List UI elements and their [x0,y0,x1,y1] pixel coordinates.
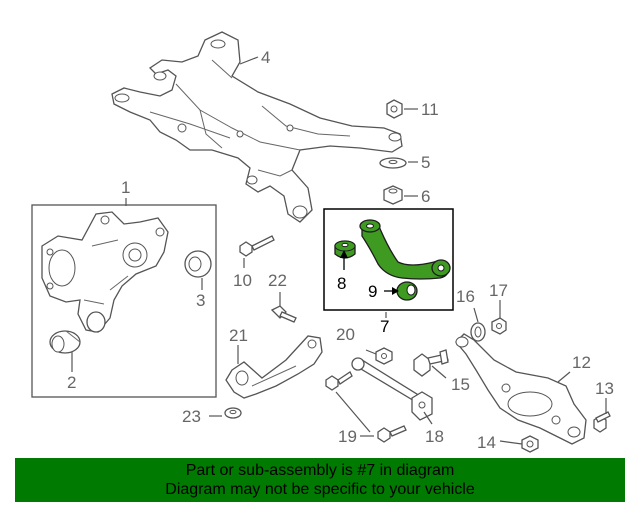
bushing-3[interactable] [184,250,212,278]
nut-6[interactable] [383,185,403,205]
footer-line-2: Diagram may not be specific to your vehi… [165,481,475,498]
callout-18: 18 [425,427,444,446]
callout-3: 3 [196,291,205,310]
callout-14: 14 [477,433,496,452]
bushing-9[interactable] [396,281,418,301]
parts-diagram: 4 11 5 6 1 2 3 10 22 21 23 20 19 18 15 1… [31,31,614,453]
lower-arm-21[interactable] [225,335,323,399]
bolt-19-upper[interactable] [325,371,353,391]
callout-2: 2 [67,373,76,392]
callout-15: 15 [451,375,470,394]
callout-21: 21 [229,326,248,345]
upper-arm-subassembly-box [323,208,454,311]
nut-23[interactable] [224,407,242,419]
knuckle-subassembly-box [31,204,217,398]
bolt-19-lower[interactable] [377,425,407,443]
callout-4: 4 [261,48,270,67]
footer-line-1: Part or sub-assembly is #7 in diagram [185,462,455,479]
nut-11[interactable] [386,99,403,119]
washer-16[interactable] [470,322,486,342]
lower-control-arm-12[interactable] [455,333,587,445]
callout-8: 8 [337,274,346,293]
callout-16: 16 [456,287,475,306]
callout-5: 5 [421,153,430,172]
callout-1: 1 [121,178,130,197]
callout-22: 22 [268,271,287,290]
bolt-22[interactable] [270,305,297,323]
callout-17: 17 [489,281,508,300]
bolt-15[interactable] [413,349,449,377]
callout-23: 23 [182,407,201,426]
callout-13: 13 [595,379,614,398]
bolt-13[interactable] [593,411,611,433]
callout-19: 19 [338,427,357,446]
rear-knuckle[interactable] [41,211,169,333]
callout-9: 9 [368,282,377,301]
nut-20[interactable] [375,347,393,365]
callout-12: 12 [572,353,591,372]
callout-6: 6 [421,187,430,206]
crossmember[interactable] [111,31,403,223]
bushing-8[interactable] [334,240,356,259]
callout-7: 7 [380,317,389,336]
toe-link-18[interactable] [351,357,433,421]
leader-lines [71,56,607,445]
callout-20: 20 [336,325,355,344]
upper-control-arm[interactable] [359,219,451,280]
bolt-10[interactable] [239,235,275,257]
bushing-2[interactable] [49,330,81,354]
washer-5[interactable] [379,157,407,169]
callout-10: 10 [233,271,252,290]
nut-14[interactable] [521,435,539,453]
footer-banner: Part or sub-assembly is #7 in diagram Di… [15,458,625,502]
callout-11: 11 [421,100,439,119]
nut-17[interactable] [491,317,507,335]
